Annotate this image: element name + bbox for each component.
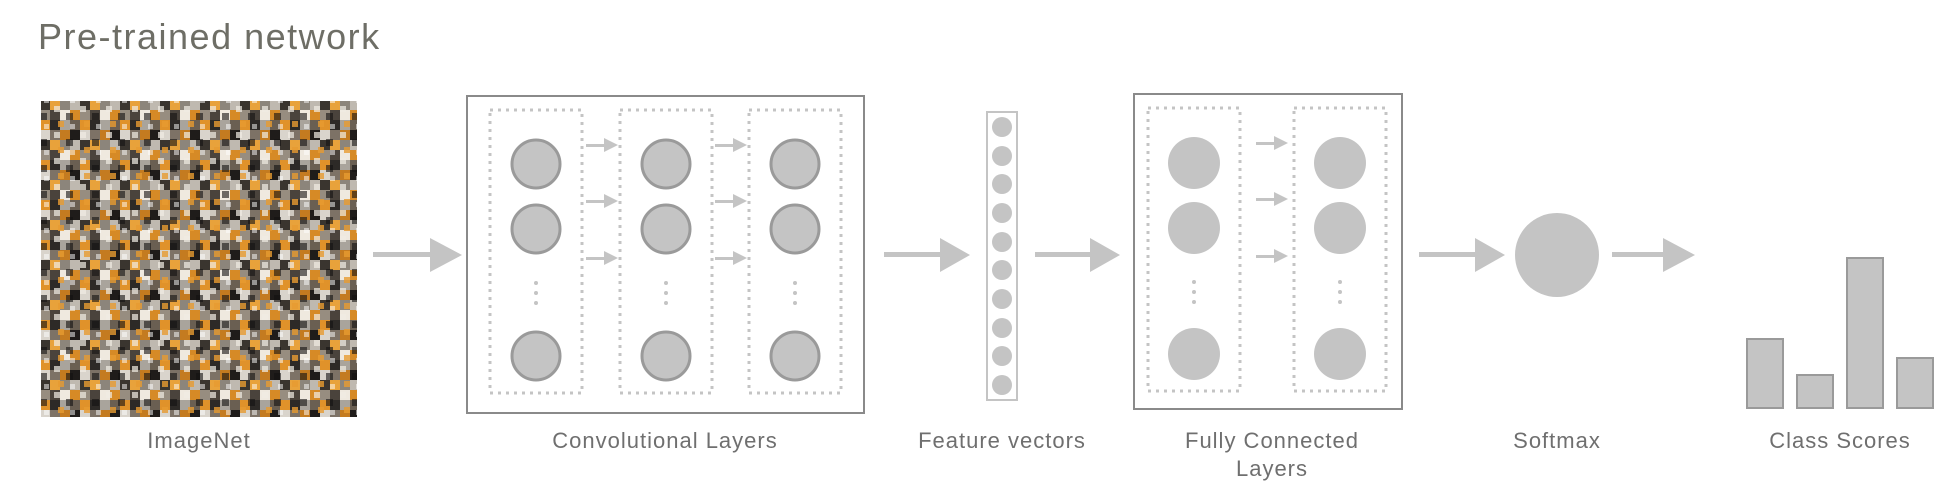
- feature-vector: [986, 111, 1018, 401]
- ellipsis-icon: [1192, 280, 1342, 304]
- class-scores-label: Class Scores: [1769, 428, 1911, 453]
- arrow-icon: [1612, 238, 1695, 272]
- arrow-icon: [1035, 238, 1120, 272]
- class-score-bar: [1846, 257, 1884, 409]
- fc-layers-block: [1133, 93, 1403, 410]
- fc-label-line2: Layers: [1235, 456, 1309, 481]
- neuron-icon: [510, 138, 821, 382]
- diagram-title: Pre-trained network: [38, 16, 381, 57]
- class-score-bars: [1746, 257, 1934, 409]
- arrow-icon: [1256, 136, 1288, 263]
- neuron-icon: [1168, 137, 1366, 380]
- neuron-icon: [992, 117, 1012, 395]
- arrow-icon: [373, 238, 462, 272]
- arrow-icon: [1419, 238, 1505, 272]
- class-score-bar: [1746, 338, 1784, 409]
- feature-vectors-label: Feature vectors: [918, 428, 1086, 453]
- imagenet-mosaic: [41, 101, 357, 417]
- softmax-label: Softmax: [1513, 428, 1601, 453]
- fc-label-line1: Fully Connected: [1185, 428, 1359, 453]
- arrow-icon: [884, 238, 970, 272]
- conv-layers-label: Convolutional Layers: [552, 428, 778, 453]
- arrow-icon: [586, 138, 747, 265]
- class-score-bar: [1896, 357, 1934, 409]
- class-score-bar: [1796, 374, 1834, 409]
- imagenet-label: ImageNet: [147, 428, 251, 453]
- fc-layers-label: Fully Connected Layers: [1142, 427, 1402, 483]
- ellipsis-icon: [534, 281, 797, 305]
- conv-layers-block: [466, 95, 865, 414]
- softmax-node: [1515, 213, 1599, 297]
